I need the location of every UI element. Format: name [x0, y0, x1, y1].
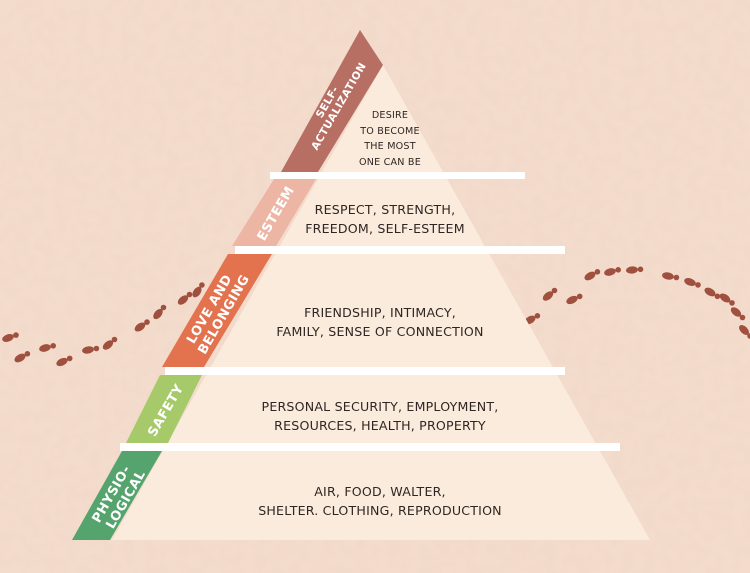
- band-physiological: [72, 451, 162, 540]
- footprint: [730, 307, 742, 317]
- footprint-heel: [729, 300, 735, 306]
- footprint: [662, 272, 674, 280]
- footprint: [153, 308, 163, 320]
- footprint-heel: [66, 355, 73, 362]
- footprint: [604, 268, 616, 276]
- footprint-heel: [24, 351, 31, 357]
- footprint-heel: [594, 269, 601, 275]
- footprint-heel: [93, 345, 100, 352]
- description-safety: PERSONAL SECURITY, EMPLOYMENT, RESOURCES…: [261, 399, 499, 433]
- footprint: [14, 353, 26, 363]
- band-safety: [126, 375, 202, 443]
- footprint-heel: [637, 266, 644, 273]
- footprint-heel: [186, 291, 193, 298]
- footprint-heel: [615, 267, 621, 273]
- footprint-heel: [534, 313, 541, 319]
- footprint-heel: [199, 282, 205, 288]
- footprint: [566, 295, 578, 305]
- footprint: [542, 291, 554, 301]
- footprint: [704, 287, 716, 297]
- description-love-and-belonging: FRIENDSHIP, INTIMACY, FAMILY, SENSE OF C…: [276, 305, 484, 339]
- footprint-heel: [13, 332, 19, 338]
- pyramid-body: [112, 65, 650, 540]
- footprint-heel: [111, 336, 118, 343]
- footprint: [102, 340, 114, 350]
- footprint: [39, 344, 51, 352]
- footprint: [134, 322, 146, 332]
- footprint: [719, 293, 731, 303]
- footprint: [56, 357, 68, 367]
- description-self-actualization: DESIRE TO BECOME THE MOST ONE CAN BE: [359, 110, 421, 168]
- footprint: [739, 325, 749, 335]
- footprint: [177, 295, 189, 305]
- footprint-heel: [50, 343, 56, 349]
- footprint-heel: [739, 314, 746, 321]
- description-esteem: RESPECT, STRENGTH, FREEDOM, SELF-ESTEEM: [305, 202, 465, 236]
- footprint: [192, 286, 202, 298]
- footprint: [684, 278, 696, 286]
- footprint-heel: [551, 287, 558, 294]
- band-love-and-belonging: [162, 254, 272, 367]
- band-esteem: [232, 179, 316, 246]
- footprint-heel: [714, 293, 721, 300]
- description-physiological: AIR, FOOD, WALTER, SHELTER. CLOTHING, RE…: [258, 484, 502, 518]
- footprint-heel: [144, 319, 150, 325]
- footprint-heel: [695, 282, 701, 288]
- footprint: [626, 266, 638, 274]
- footprint-heel: [673, 274, 680, 281]
- footprint: [2, 334, 14, 342]
- tier-separators: [120, 172, 620, 451]
- footprint-heel: [747, 333, 750, 339]
- footprint-heel: [160, 304, 167, 311]
- footprint-heel: [576, 293, 583, 300]
- footprints-trail: [2, 266, 750, 367]
- band-self-actualization: [281, 30, 383, 172]
- footprint: [82, 346, 94, 354]
- footprint: [584, 271, 596, 281]
